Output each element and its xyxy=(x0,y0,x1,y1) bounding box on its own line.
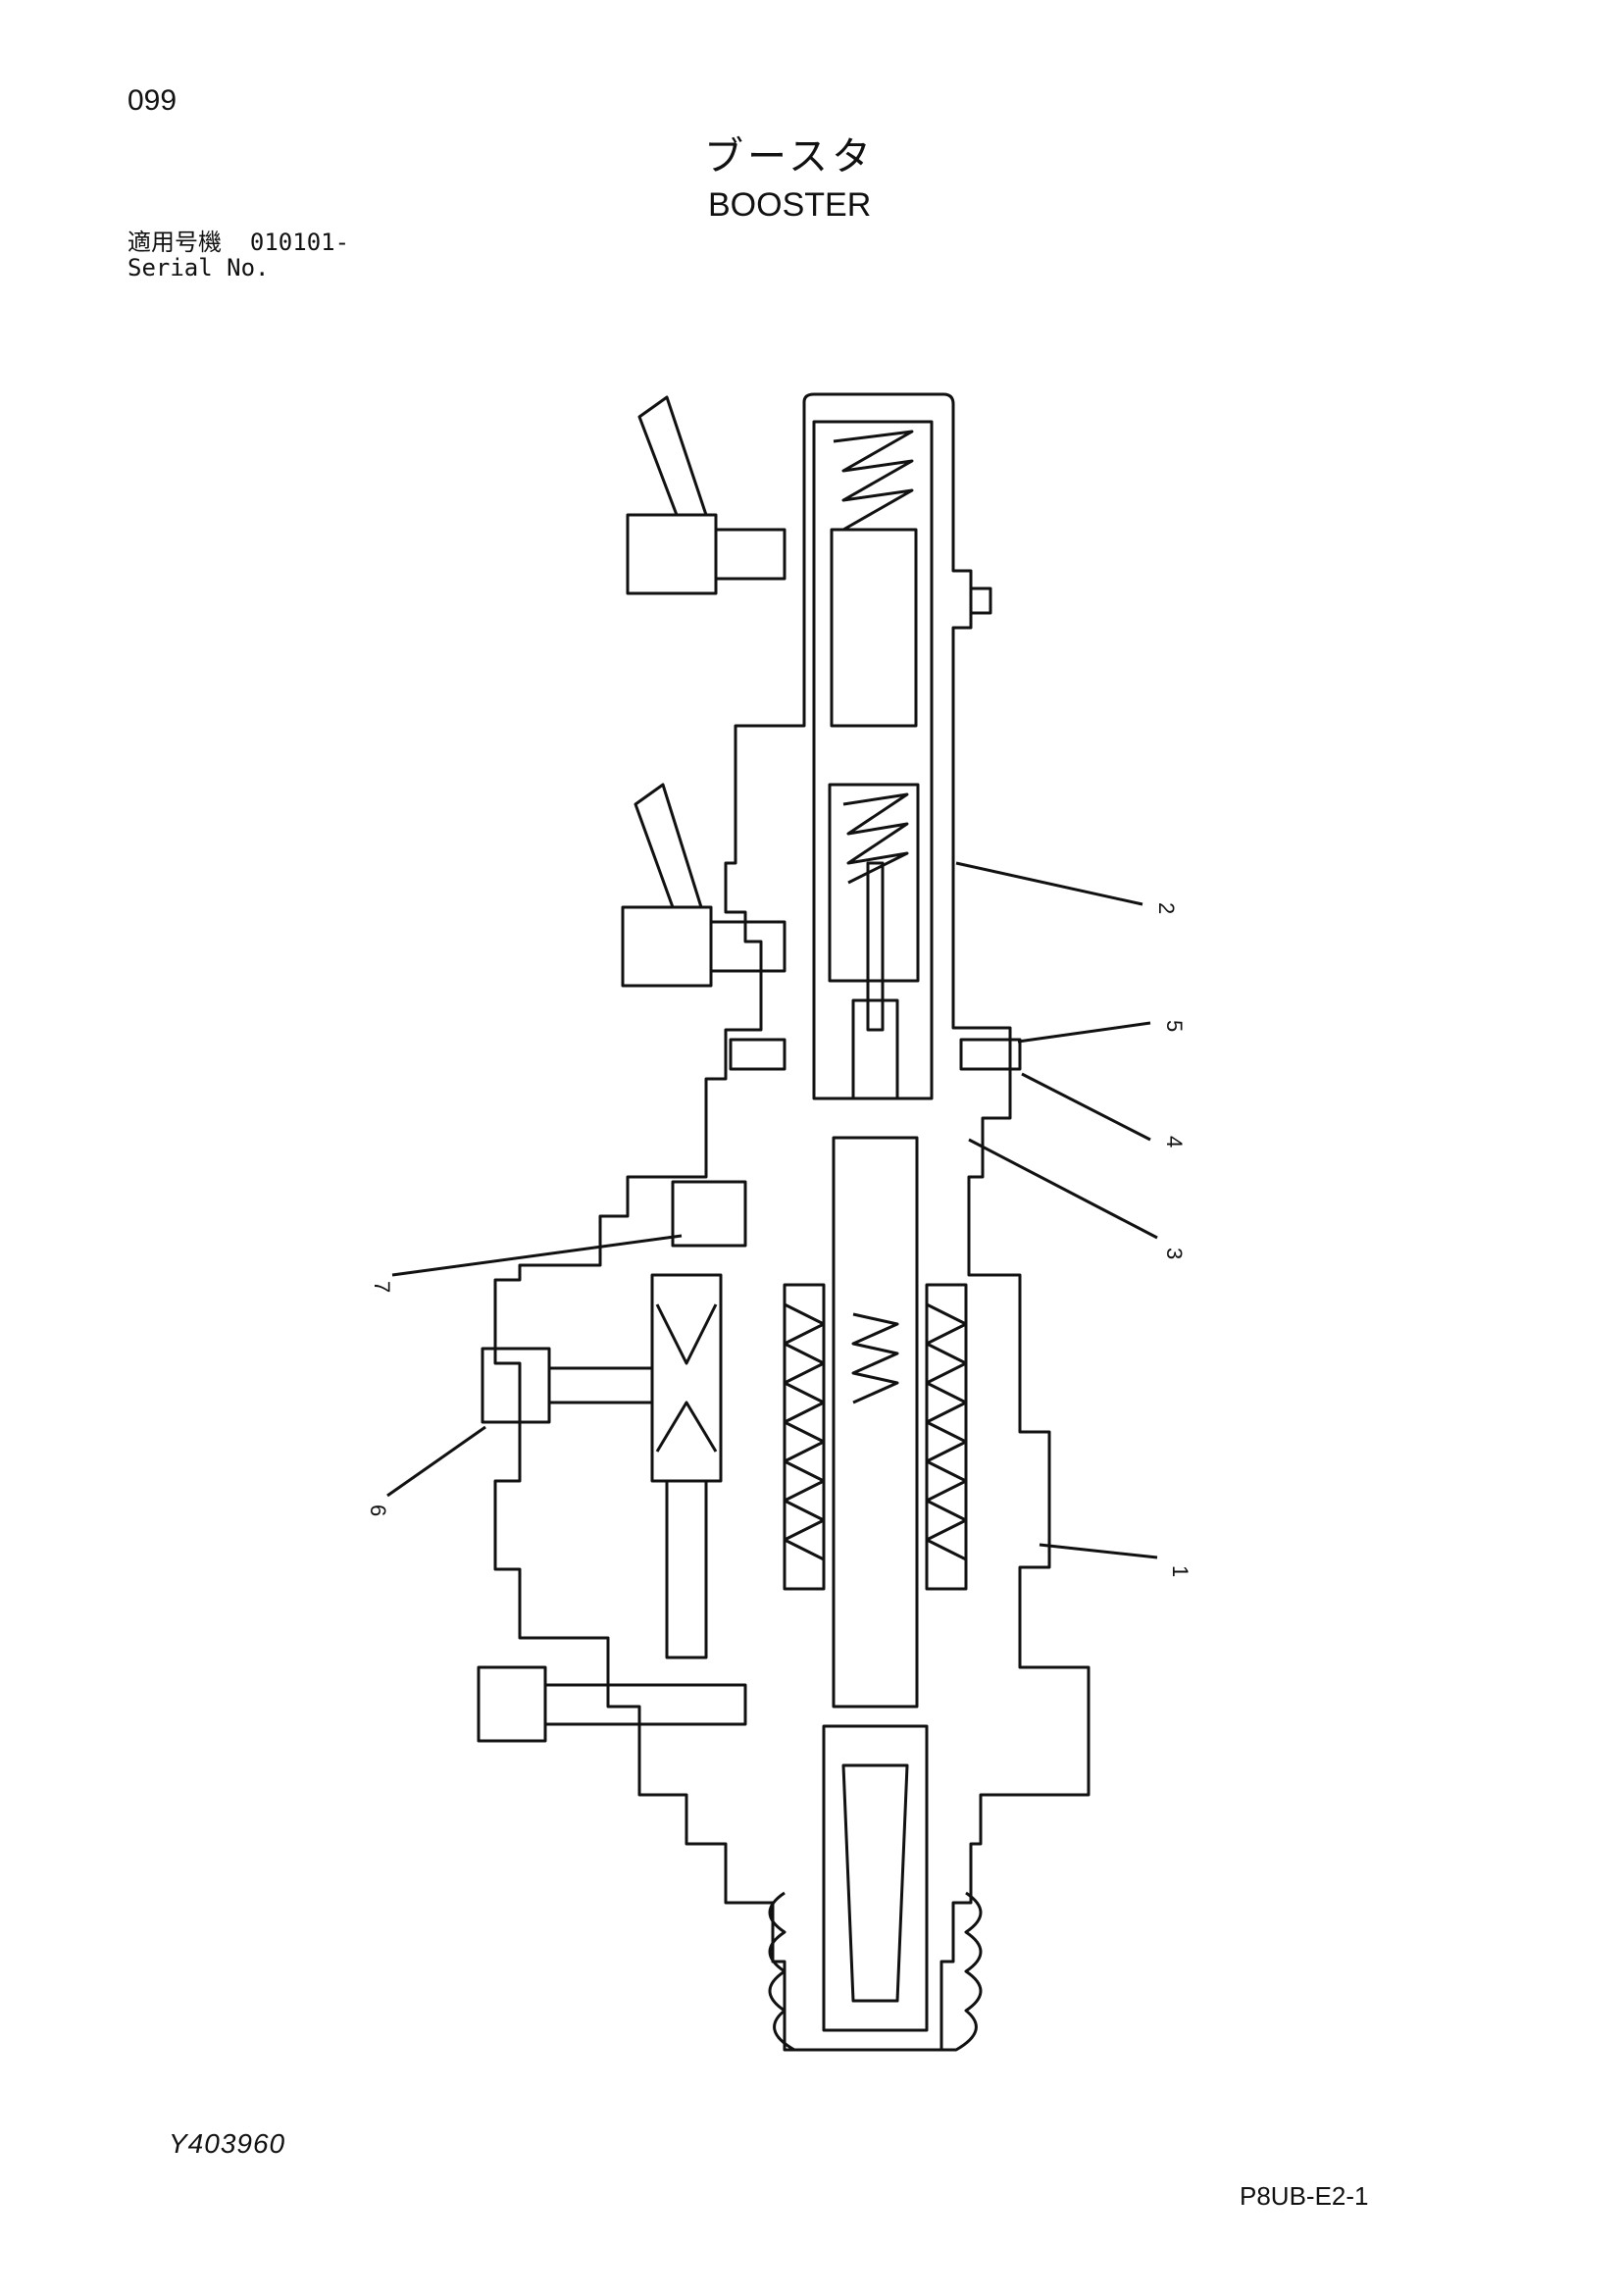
port-plug-lower xyxy=(477,1665,547,1743)
upper-bore xyxy=(812,420,934,1100)
port-plug-upper xyxy=(481,1347,551,1424)
housing-outline xyxy=(493,392,1091,2052)
bolt-left xyxy=(729,1038,787,1071)
callout-1: 1 xyxy=(1168,1565,1193,1577)
drawing-number: Y403960 xyxy=(169,2128,286,2159)
serial-block: 適用号機 010101- Serial No. xyxy=(127,230,349,281)
callout-2: 2 xyxy=(1154,902,1179,914)
upper-fitting-hex xyxy=(626,513,718,595)
right-spring-chamber xyxy=(925,1283,968,1591)
serial-value: 010101- xyxy=(249,229,350,256)
side-bolt xyxy=(969,587,992,615)
lower-fitting-hex xyxy=(621,905,713,988)
mid-spring xyxy=(842,792,909,885)
plug xyxy=(671,1180,747,1248)
callout-4: 4 xyxy=(1162,1136,1187,1148)
page-title-jp: ブースタ xyxy=(704,134,875,179)
lower-bore xyxy=(832,1136,919,1709)
callout-7: 7 xyxy=(370,1281,394,1293)
left-spring-chamber xyxy=(783,1283,826,1591)
sheet-code: P8UB-E2-1 xyxy=(1240,2181,1369,2211)
callout-6: 6 xyxy=(366,1505,390,1516)
serial-label-jp: 適用号機 xyxy=(127,229,222,256)
side-valve xyxy=(650,1273,723,1483)
page-title-en: BOOSTER xyxy=(708,186,872,224)
page-number: 099 xyxy=(127,84,178,117)
lower-hose-nipple xyxy=(634,783,703,909)
callout-5: 5 xyxy=(1162,1020,1187,1032)
piston-rod xyxy=(866,861,885,1032)
callout-3: 3 xyxy=(1162,1248,1187,1259)
upper-hose-nipple xyxy=(637,395,708,517)
rubber-boot xyxy=(768,1891,983,2052)
center-spring xyxy=(851,1312,899,1404)
bolt-right xyxy=(959,1038,1022,1071)
plunger xyxy=(822,1724,929,2032)
upper-spring xyxy=(833,430,914,532)
serial-label-en: Serial No. xyxy=(127,254,270,282)
